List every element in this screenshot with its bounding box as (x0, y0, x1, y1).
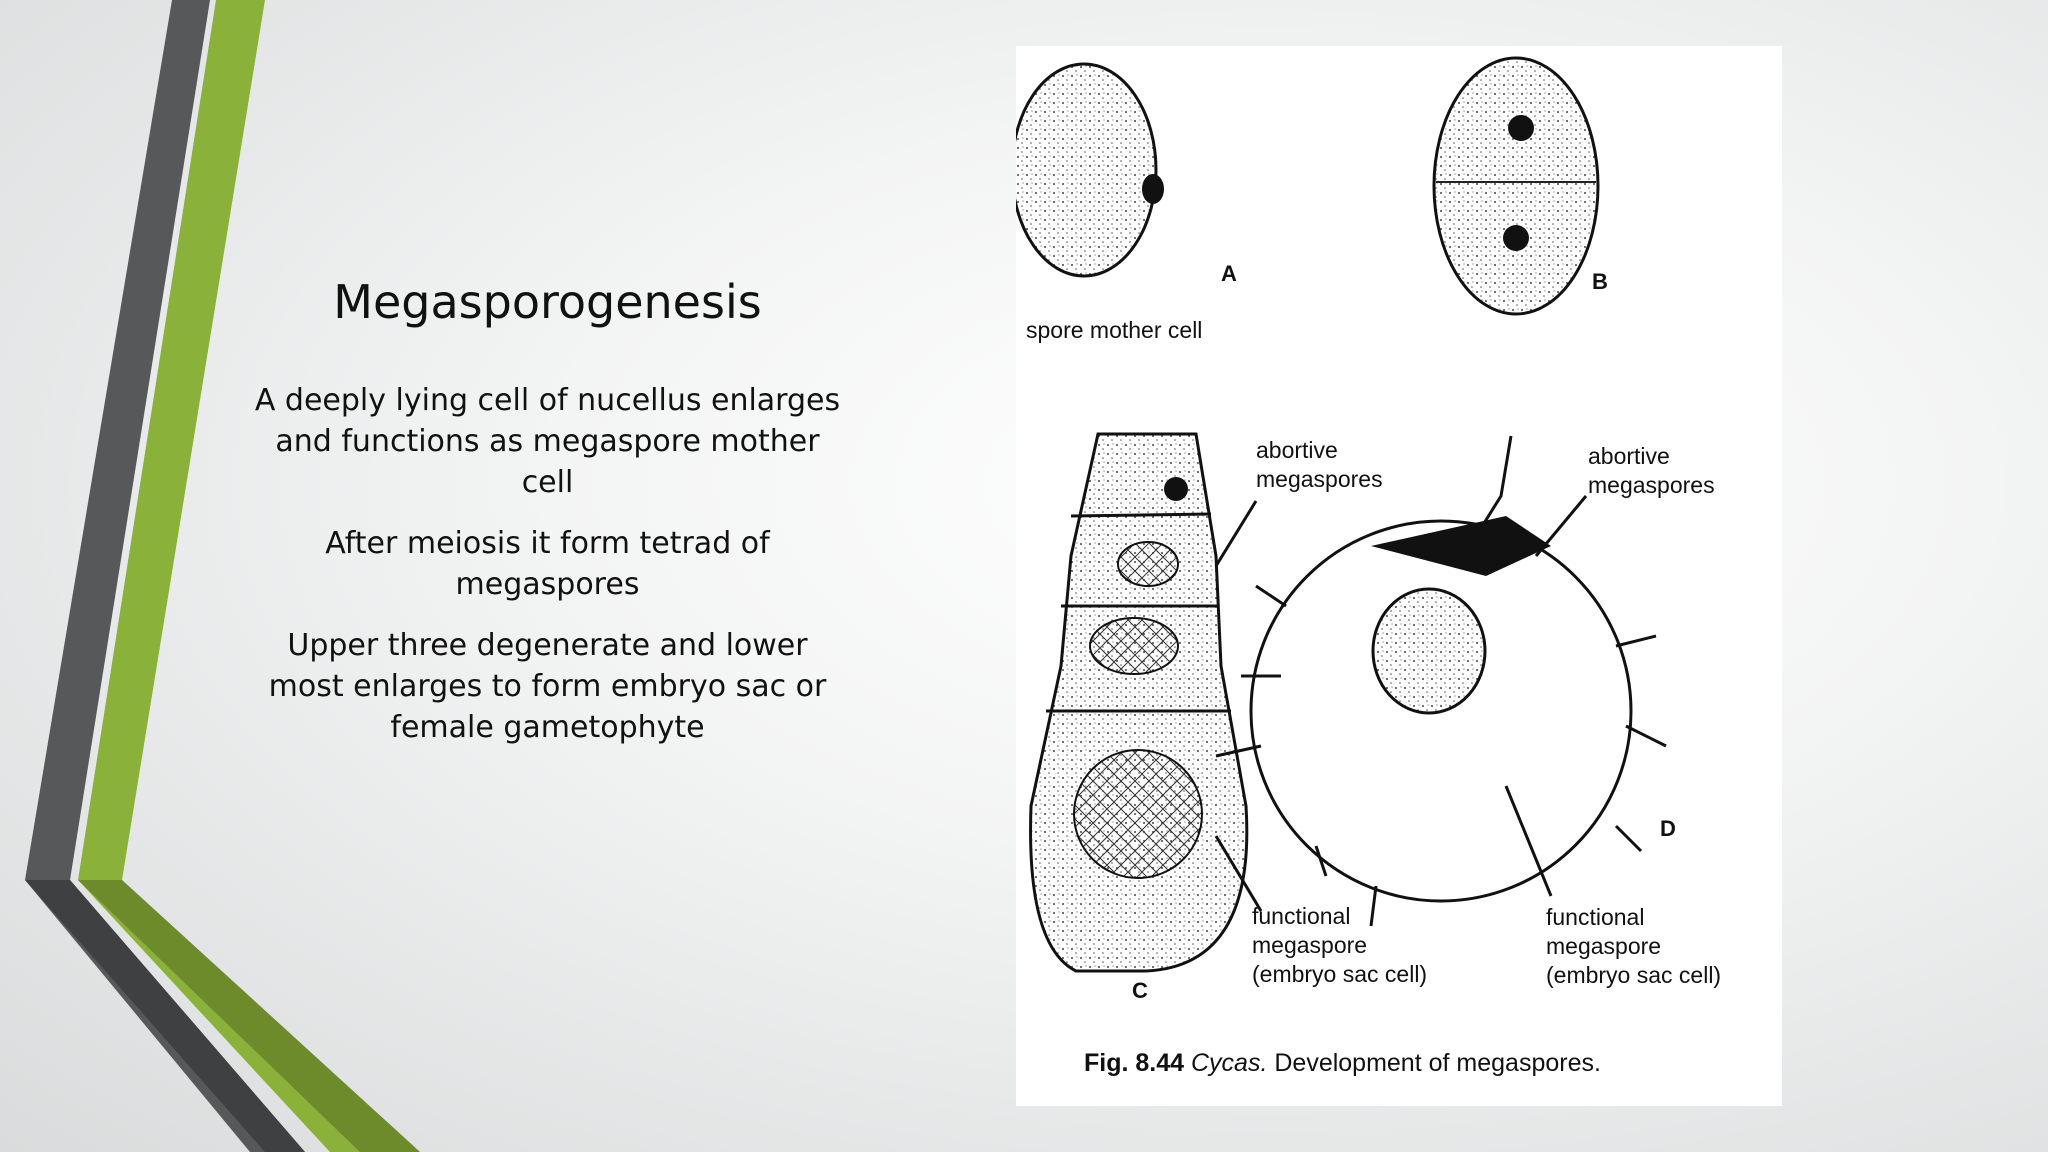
nucleus-c2 (1117, 541, 1179, 587)
caption-fig-number: Fig. 8.44 (1084, 1049, 1185, 1077)
pointer-c-abortive (1214, 500, 1258, 567)
bullet-item: Upper three degenerate and lower most en… (268, 628, 827, 745)
figure-drawing (1016, 56, 1667, 973)
label-spore-mother-cell: spore mother cell (1026, 317, 1203, 343)
cell-b (1432, 56, 1600, 316)
pointer-d-functional (1504, 785, 1553, 897)
panel-label-a: A (1221, 261, 1237, 286)
nucleus-c1 (1164, 477, 1188, 501)
wall-c1 (1070, 512, 1212, 518)
panel-label-c: C (1132, 978, 1148, 1003)
bullet-item: After meiosis it form tetrad of megaspor… (325, 526, 770, 602)
caption-text: Development of megaspores. (1274, 1049, 1601, 1077)
panel-label-b: B (1592, 269, 1608, 294)
label-functional-c-line1: functional (1252, 903, 1351, 929)
label-functional-d-line1: functional (1546, 904, 1645, 930)
label-functional-c: functional megaspore (embryo sac cell) (1252, 902, 1427, 989)
green-bar (78, 0, 420, 1152)
pointer-d-abortive (1534, 495, 1588, 557)
nucleus-c3 (1089, 617, 1179, 675)
label-functional-c-line3: (embryo sac cell) (1252, 961, 1428, 987)
slide-title: Megasporogenesis (333, 275, 762, 329)
spikes-d (1215, 584, 1667, 927)
label-abortive-d: abortive megaspores (1588, 443, 1715, 498)
label-functional-d-line3: (embryo sac cell) (1546, 962, 1722, 988)
panel-label-d: D (1660, 816, 1676, 841)
label-abortive-c: abortive megaspores (1256, 437, 1383, 492)
bullet-list: A deeply lying cell of nucellus enlarges… (250, 380, 845, 768)
megaspore-figure: A B C D spore mother cell abortive megas… (1016, 46, 1782, 1106)
nucleus-a (1142, 174, 1164, 204)
bullet-item: A deeply lying cell of nucellus enlarges… (254, 383, 841, 500)
nucleus-b-bottom (1503, 225, 1529, 251)
shade-bar (25, 880, 305, 1152)
label-functional-c-line2: megaspore (1252, 932, 1368, 958)
caption-genus: Cycas. (1191, 1049, 1268, 1077)
label-functional-d-line2: megaspore (1546, 933, 1662, 959)
nucleus-c4 (1073, 749, 1203, 879)
abortive-spores-d (1371, 516, 1551, 576)
pointer-c-functional (1214, 835, 1263, 912)
appendage-d (1474, 435, 1513, 537)
dark-gray-bar (25, 0, 305, 1152)
nucleus-b-top (1508, 115, 1534, 141)
dark-green-bar (78, 880, 420, 1152)
nucleus-d (1371, 587, 1487, 715)
cell-a (1016, 62, 1158, 278)
label-functional-d: functional megaspore (embryo sac cell) (1546, 903, 1721, 990)
figure-caption: Fig. 8.44 Cycas. Development of megaspor… (1084, 1049, 1601, 1078)
